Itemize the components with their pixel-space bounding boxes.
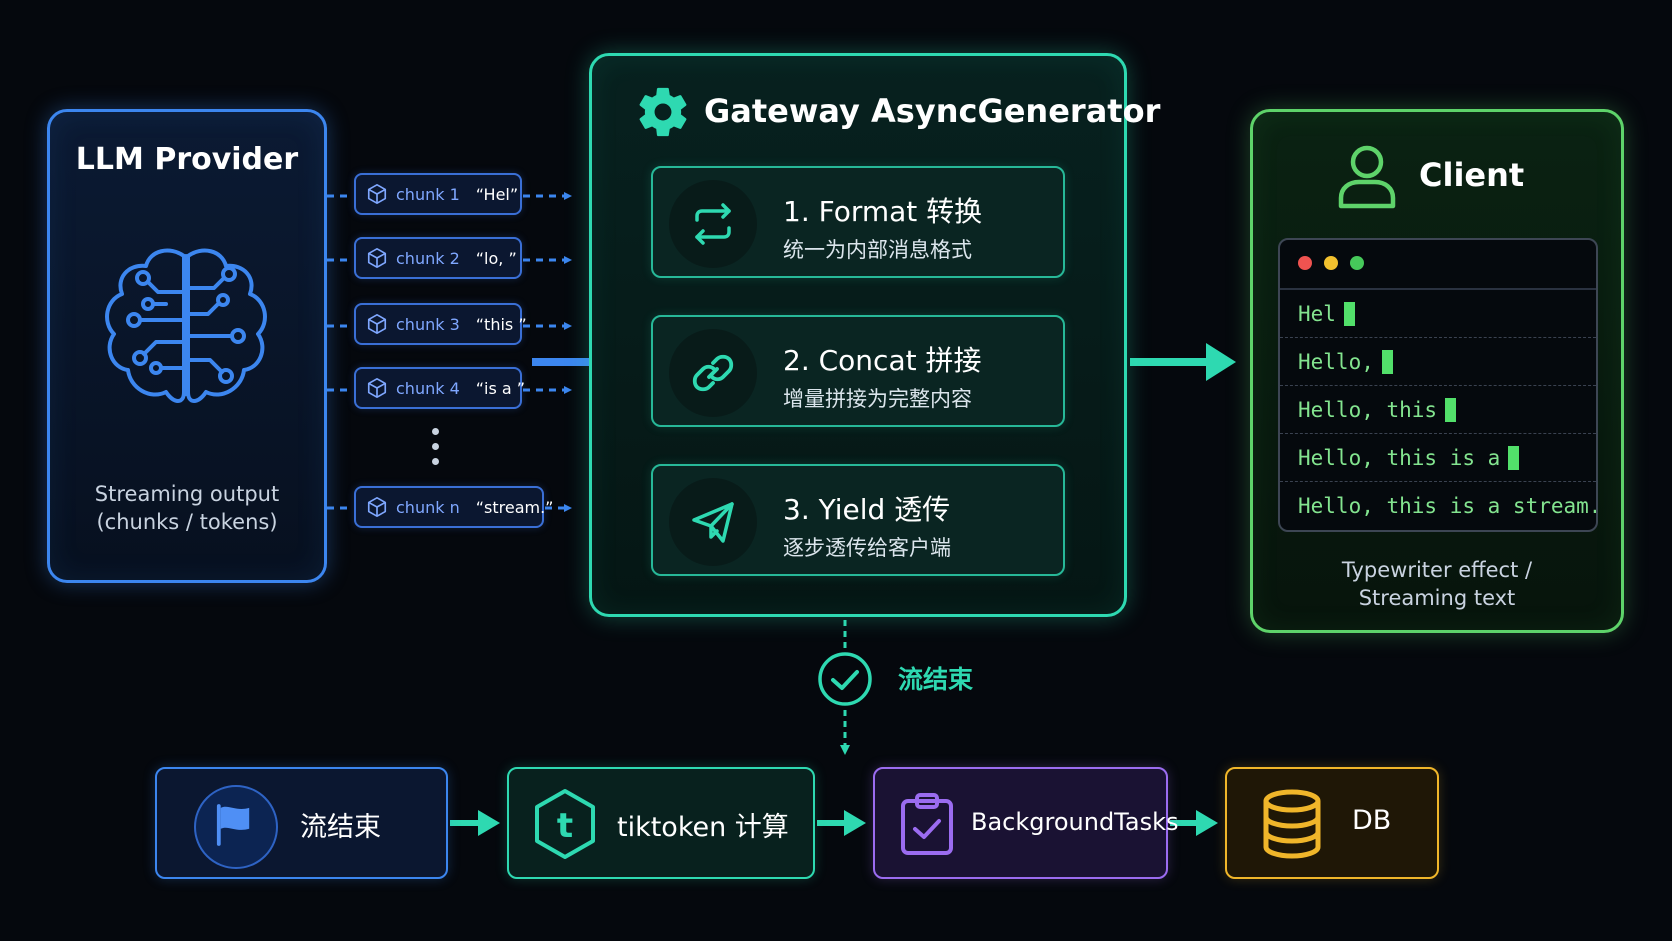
gateway-panel: Gateway AsyncGenerator 1. Format 转换 统一为内…	[589, 53, 1160, 617]
terminal-line: Hel	[1280, 290, 1596, 338]
client-subtitle: Typewriter effect / Streaming text	[1253, 556, 1621, 612]
chunk-2: chunk 2 “lo, ”	[354, 237, 522, 279]
terminal-window: Hel Hello, Hello, this Hello, this is a …	[1278, 238, 1598, 532]
bgtasks-to-db-arrowhead	[1196, 810, 1218, 836]
chunk-name: chunk 2	[396, 248, 460, 268]
terminal-line: Hello, this is a	[1280, 434, 1596, 482]
step-title: 1. Format 转换	[783, 195, 983, 228]
gear-icon	[639, 87, 687, 137]
more-chunks-ellipsis	[432, 428, 442, 473]
step-icon-circle	[669, 180, 757, 268]
clipboard-check-icon	[901, 793, 953, 855]
check-circle-icon	[818, 652, 872, 706]
chunk-name: chunk 3	[396, 314, 460, 334]
cursor-icon	[1381, 349, 1393, 374]
cube-icon	[367, 184, 387, 204]
terminal-line-text: Hello,	[1298, 349, 1374, 374]
terminal-titlebar	[1280, 240, 1596, 290]
chunk-name: chunk n	[396, 497, 460, 517]
step-title: 2. Concat 拼接	[783, 344, 982, 377]
client-title: Client	[1419, 156, 1525, 194]
step-yield: 3. Yield 透传 逐步透传给客户端	[651, 464, 1065, 576]
pipeline-db: DB	[1225, 767, 1439, 879]
chunk-n: chunk n “stream.”	[354, 486, 553, 528]
llm-subtitle-line2: (chunks / tokens)	[96, 510, 278, 534]
chunk-text: “is a ”	[475, 378, 526, 398]
step-concat: 2. Concat 拼接 增量拼接为完整内容	[651, 315, 1065, 427]
hexagon-t-icon: t	[535, 789, 595, 859]
pipeline-label: DB	[1352, 805, 1392, 836]
step-title: 3. Yield 透传	[783, 493, 951, 526]
terminal-line-text: Hello, this is a stream.	[1298, 494, 1598, 518]
chunk-text: “this ”	[475, 314, 527, 334]
cube-icon	[367, 248, 387, 268]
client-panel: Client Hel Hello, Hello, this Hello, thi…	[1250, 109, 1624, 633]
step-desc: 统一为内部消息格式	[783, 238, 972, 262]
chunk-name: chunk 4	[396, 378, 460, 398]
chunk-text: “lo, ”	[475, 248, 517, 268]
cube-icon	[367, 497, 387, 517]
terminal-line: Hello, this	[1280, 386, 1596, 434]
llm-provider-subtitle: Streaming output (chunks / tokens)	[50, 480, 324, 536]
terminal-line-text: Hello, this is a	[1298, 445, 1501, 470]
chunk-4: chunk 4 “is a ”	[354, 367, 526, 409]
cursor-icon	[1343, 301, 1355, 326]
brain-icon	[105, 248, 267, 403]
terminal-line-text: Hel	[1298, 301, 1336, 326]
minimize-dot-icon	[1324, 256, 1338, 270]
user-icon	[1338, 145, 1396, 209]
llm-provider-panel: LLM Provider Streaming output (chunks / …	[47, 109, 327, 583]
flag-to-tiktoken-arrowhead	[478, 810, 500, 836]
chunk-text: “Hel”	[475, 184, 519, 204]
pipeline-label: BackgroundTasks	[971, 808, 1179, 836]
chunk-name: chunk 1	[396, 184, 460, 204]
step-desc: 增量拼接为完整内容	[783, 387, 972, 411]
stream-end-label: 流结束	[898, 665, 974, 694]
pipeline-label: tiktoken 计算	[617, 812, 789, 843]
flag-icon-circle	[194, 785, 278, 869]
database-icon	[1263, 789, 1321, 859]
step-icon-circle	[669, 329, 757, 417]
llm-subtitle-line1: Streaming output	[94, 482, 280, 506]
flag-icon	[216, 804, 250, 846]
pipeline-label: 流结束	[300, 812, 381, 843]
maximize-dot-icon	[1350, 256, 1364, 270]
terminal-line-text: Hello, this	[1298, 397, 1438, 422]
link-icon	[692, 354, 734, 392]
cursor-icon	[1508, 445, 1520, 470]
cube-icon	[367, 314, 387, 334]
step-desc: 逐步透传给客户端	[783, 536, 951, 560]
client-subtitle-line1: Typewriter effect /	[1341, 558, 1533, 582]
svg-text:t: t	[557, 806, 573, 846]
chunk-3: chunk 3 “this ”	[354, 303, 527, 345]
gateway-title: Gateway AsyncGenerator	[704, 92, 1161, 130]
pipeline-background-tasks: BackgroundTasks	[873, 767, 1178, 879]
terminal-line: Hello,	[1280, 338, 1596, 386]
step-format: 1. Format 转换 统一为内部消息格式	[651, 166, 1065, 278]
step-icon-circle	[669, 478, 757, 566]
pipeline-tiktoken: t tiktoken 计算	[507, 767, 815, 879]
pipeline-stream-end: 流结束	[155, 767, 448, 879]
terminal-line: Hello, this is a stream.	[1280, 482, 1596, 530]
chunk-1: chunk 1 “Hel”	[354, 173, 522, 215]
close-dot-icon	[1298, 256, 1312, 270]
swap-arrows-icon	[695, 203, 731, 245]
llm-provider-title: LLM Provider	[75, 142, 299, 177]
client-subtitle-line2: Streaming text	[1358, 586, 1516, 610]
tiktoken-to-bgtasks-arrowhead	[844, 810, 866, 836]
cursor-icon	[1445, 397, 1457, 422]
chunk-text: “stream.”	[475, 497, 554, 517]
cube-icon	[367, 378, 387, 398]
gateway-to-client-arrowhead	[1206, 343, 1236, 381]
paper-plane-icon	[692, 502, 734, 543]
